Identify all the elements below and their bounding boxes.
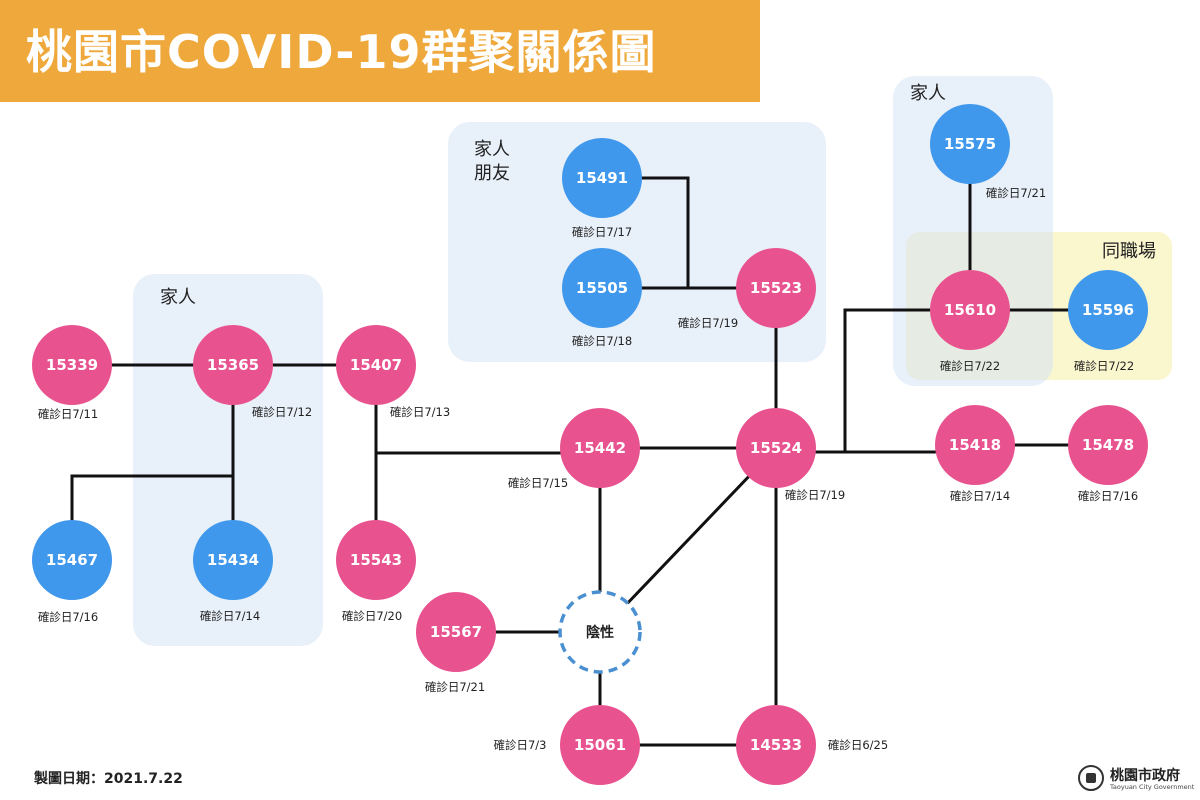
confirm-date-label: 確診日7/19 — [785, 488, 845, 502]
confirm-date-label: 確診日7/13 — [390, 405, 450, 419]
node-circle — [1068, 270, 1148, 350]
org-name: 桃園市政府 — [1110, 768, 1180, 784]
case-node-15434: 15434 確診日7/14 — [193, 520, 273, 623]
node-label: 15478 — [1082, 436, 1134, 454]
node-label: 15061 — [574, 736, 626, 754]
node-circle — [736, 248, 816, 328]
confirm-date-label: 確診日7/14 — [950, 489, 1010, 503]
confirm-date-label: 確診日7/16 — [38, 610, 98, 624]
node-circle — [562, 248, 642, 328]
confirm-date-label: 確診日7/15 — [508, 476, 568, 490]
node-circle — [930, 104, 1010, 184]
case-node-14533: 14533 確診日6/25 — [736, 705, 888, 785]
page-title: 桃園市COVID-19群聚關係圖 — [26, 25, 657, 79]
node-circle — [736, 705, 816, 785]
node-label: 15610 — [944, 301, 996, 319]
node-circle — [560, 408, 640, 488]
case-node-15524: 15524 確診日7/19 — [736, 408, 845, 502]
confirm-date-label: 確診日7/12 — [252, 405, 312, 419]
org-name-en: Taoyuan City Government — [1110, 783, 1195, 791]
node-circle — [558, 590, 642, 674]
node-label: 15418 — [949, 436, 1001, 454]
case-node-15610: 15610 確診日7/22 — [930, 270, 1010, 373]
case-node-15407: 15407 確診日7/13 — [336, 325, 450, 419]
node-label: 15596 — [1082, 301, 1134, 319]
node-circle — [736, 408, 816, 488]
case-node-negative: 陰性 — [558, 590, 642, 674]
case-node-15061: 15061 確診日7/3 — [493, 705, 640, 785]
node-label: 14533 — [750, 736, 802, 754]
case-node-15505: 15505 確診日7/18 — [562, 248, 642, 348]
node-label: 15543 — [350, 551, 402, 569]
node-circle — [193, 325, 273, 405]
node-label: 15339 — [46, 356, 98, 374]
confirm-date-label: 確診日7/22 — [940, 359, 1000, 373]
node-circle — [32, 520, 112, 600]
node-circle — [336, 520, 416, 600]
case-node-15523: 15523 確診日7/19 — [678, 248, 816, 330]
case-node-15418: 15418 確診日7/14 — [935, 405, 1015, 503]
case-node-15567: 15567 確診日7/21 — [416, 592, 496, 694]
confirm-date-label: 確診日7/14 — [200, 609, 260, 623]
node-circle — [193, 520, 273, 600]
node-label: 15491 — [576, 169, 628, 187]
node-circle — [1068, 405, 1148, 485]
node-label: 15505 — [576, 279, 628, 297]
node-circle — [336, 325, 416, 405]
taoyuan-logo: 桃園市政府 Taoyuan City Government — [1078, 763, 1194, 795]
group-label-family-right: 家人 — [910, 83, 946, 104]
node-circle — [935, 405, 1015, 485]
node-circle — [560, 705, 640, 785]
case-node-15442: 15442 確診日7/15 — [508, 408, 640, 490]
confirm-date-label: 確診日7/18 — [572, 334, 632, 348]
confirm-date-label: 確診日7/22 — [1074, 359, 1134, 373]
case-node-15491: 15491 確診日7/17 — [562, 138, 642, 239]
node-label: 陰性 — [586, 624, 614, 641]
group-label-family-left: 家人 — [160, 287, 196, 308]
title-banner: 桃園市COVID-19群聚關係圖 — [0, 0, 760, 102]
case-node-15596: 15596 確診日7/22 — [1068, 270, 1148, 373]
node-circle — [416, 592, 496, 672]
case-node-15339: 15339 確診日7/11 — [32, 325, 112, 421]
confirm-date-label: 確診日7/21 — [425, 680, 485, 694]
node-circle — [32, 325, 112, 405]
confirm-date-label: 確診日7/19 — [678, 316, 738, 330]
case-node-15365: 15365 確診日7/12 — [193, 325, 312, 419]
node-label: 15467 — [46, 551, 98, 569]
case-node-15543: 15543 確診日7/20 — [336, 520, 416, 623]
confirm-date-label: 確診日7/20 — [342, 609, 402, 623]
case-node-15467: 15467 確診日7/16 — [32, 520, 112, 624]
confirm-date-label: 確診日7/21 — [986, 186, 1046, 200]
node-circle — [930, 270, 1010, 350]
group-label-family-friends: 家人 朋友 — [474, 139, 510, 184]
confirm-date-label: 確診日7/11 — [38, 407, 98, 421]
city-emblem-icon — [1078, 765, 1104, 791]
group-label-coworkers: 同職場 — [1102, 241, 1156, 262]
node-label: 15523 — [750, 279, 802, 297]
node-label: 15575 — [944, 135, 996, 153]
confirm-date-label: 確診日6/25 — [828, 738, 888, 752]
node-circle — [562, 138, 642, 218]
node-label: 15407 — [350, 356, 402, 374]
node-label: 15442 — [574, 439, 626, 457]
node-label: 15434 — [207, 551, 259, 569]
case-node-15575: 15575 確診日7/21 — [930, 104, 1046, 200]
confirm-date-label: 確診日7/3 — [493, 738, 546, 752]
node-label: 15567 — [430, 623, 482, 641]
edge-15524-negative — [598, 446, 778, 634]
confirm-date-label: 確診日7/16 — [1078, 489, 1138, 503]
case-node-15478: 15478 確診日7/16 — [1068, 405, 1148, 503]
node-label: 15524 — [750, 439, 802, 457]
node-label: 15365 — [207, 356, 259, 374]
confirm-date-label: 確診日7/17 — [572, 225, 632, 239]
made-date: 製圖日期：2021.7.22 — [34, 771, 183, 787]
